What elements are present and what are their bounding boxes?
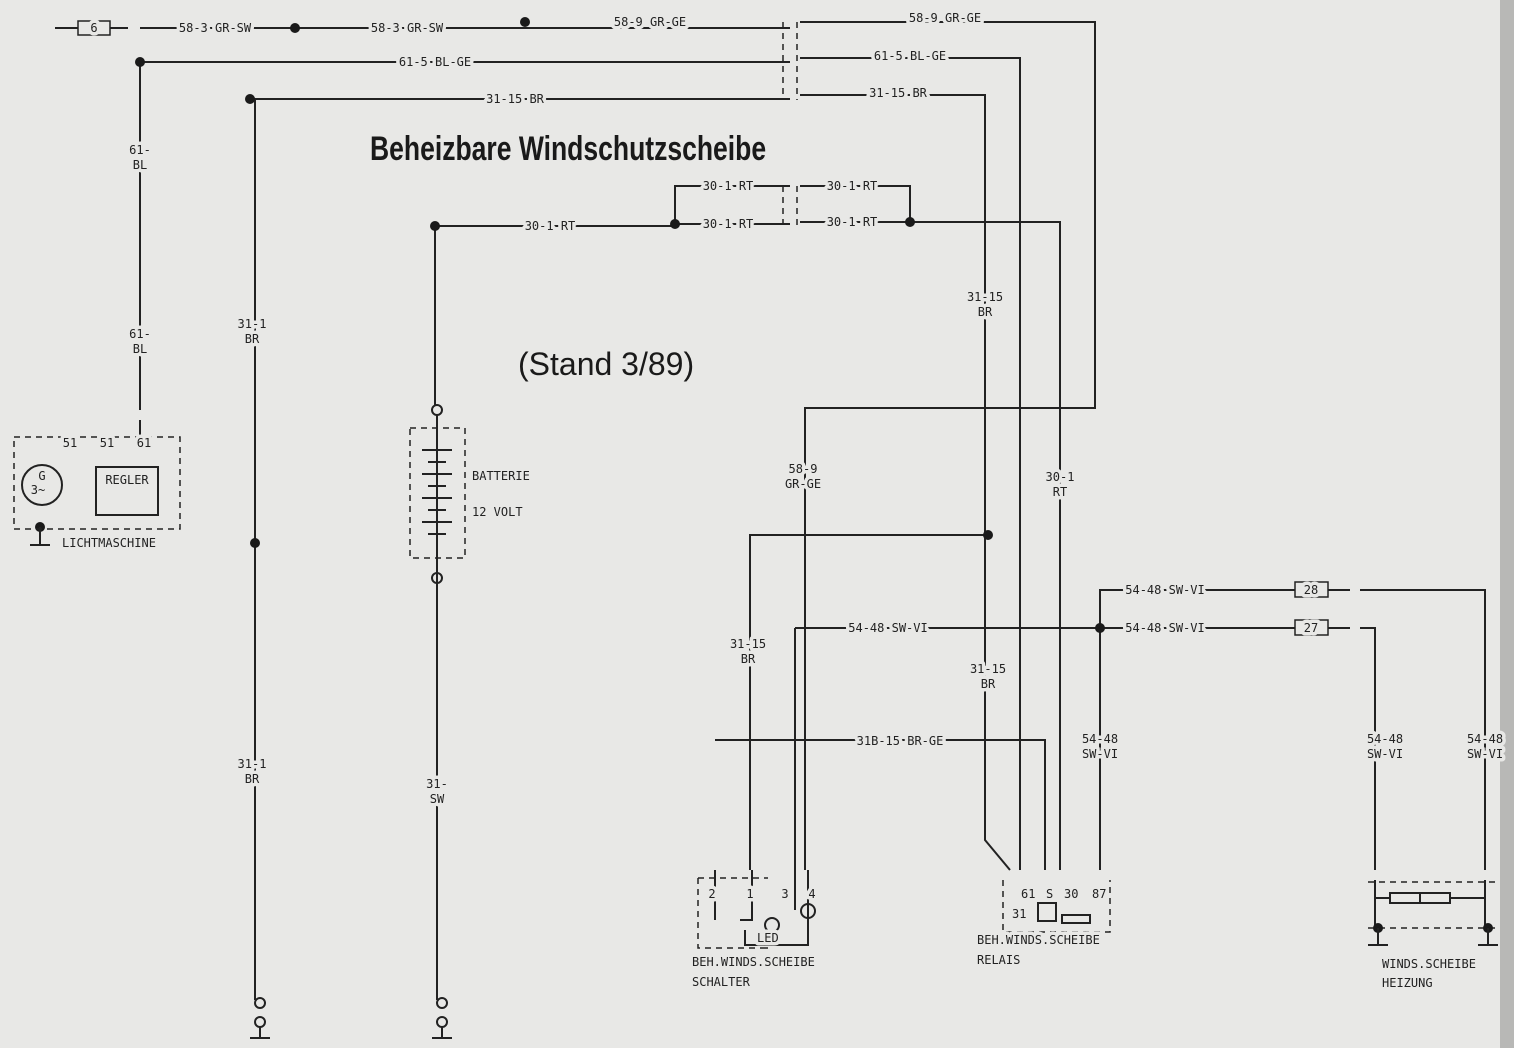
diagram-label: BEH.WINDS.SCHEIBE <box>692 955 815 969</box>
diagram-label: 30-1 <box>1046 470 1075 484</box>
wires <box>55 21 1486 1000</box>
diagram-label: BL <box>133 158 147 172</box>
diagram-label: 87 <box>1092 887 1106 901</box>
diagram-label: SCHALTER <box>692 975 751 989</box>
diagram-label: G <box>38 469 45 483</box>
diagram-label: 28 <box>1304 583 1318 597</box>
diagram-label: 31-15 BR <box>486 92 545 106</box>
diagram-label: 54-48 SW-VI <box>1125 621 1204 635</box>
page-edge <box>1500 0 1514 1048</box>
diagram-label: 61 <box>137 436 151 450</box>
battery: BATTERIE 12 VOLT <box>250 404 533 1039</box>
diagram-label: 58-9 GR-GE <box>909 11 981 25</box>
diagram-label: 30-1 RT <box>525 219 576 233</box>
diagram-label: HEIZUNG <box>1382 976 1433 990</box>
diagram-label: SW-VI <box>1082 747 1118 761</box>
diagram-label: 3 <box>781 887 788 901</box>
diagram-label: BR <box>981 677 996 691</box>
diagram-label: 27 <box>1304 621 1318 635</box>
switch-schalter: 2 1 3 4 LED BEH.WINDS.SCHEIBE SCHALTER <box>689 870 819 993</box>
diagram-label: SW <box>430 792 445 806</box>
diagram-label: 61-5 BL-GE <box>399 55 471 69</box>
diagram-label: 31-15 <box>970 662 1006 676</box>
diagram-label: RELAIS <box>977 953 1020 967</box>
diagram-label: 58-9 <box>789 462 818 476</box>
diagram-label: 31- <box>426 777 448 791</box>
diagram-label: 54-48 <box>1367 732 1403 746</box>
diagram-label: 54-48 <box>1467 732 1503 746</box>
diagram-label: 61 <box>1021 887 1035 901</box>
diagram-label: 61- <box>129 143 151 157</box>
diagram-label: BATTERIE <box>472 469 530 483</box>
diagram-label: 54-48 SW-VI <box>848 621 927 635</box>
diagram-label: REGLER <box>105 473 149 487</box>
fuse-27: 27 <box>1265 618 1350 639</box>
diagram-label: WINDS.SCHEIBE <box>1382 957 1476 971</box>
diagram-label: 58-9 GR-GE <box>614 15 686 29</box>
diagram-label: RT <box>1053 485 1067 499</box>
diagram-label: 31-15 <box>967 290 1003 304</box>
diagram-label: BL <box>133 342 147 356</box>
diagram-label: 31 <box>1012 907 1026 921</box>
diagram-label: 30-1 RT <box>827 215 878 229</box>
diagram-label: 30-1 RT <box>703 179 754 193</box>
diagram-label: 30-1 RT <box>703 217 754 231</box>
junction-dots <box>35 17 1105 633</box>
diagram-label: 3~ <box>31 483 45 497</box>
diagram-label: LED <box>757 931 779 945</box>
wire-labels: 58-3 GR-SW 58-3 GR-SW 58-9 GR-GE 58-9 GR… <box>175 8 1208 752</box>
diagram-label: 54-48 SW-VI <box>1125 583 1204 597</box>
vertical-wire-labels: 61-BL 61-BL 31-1BR 31-1BR 31-SW 31-15BR … <box>126 140 1507 810</box>
diagram-label: 31-15 BR <box>869 86 928 100</box>
diagram-label: S <box>1046 887 1053 901</box>
diagram-label: BR <box>741 652 756 666</box>
diagram-label: 61- <box>129 327 151 341</box>
diagram-label: 2 <box>708 887 715 901</box>
fuse-6: 6 <box>77 18 111 39</box>
diagram-label: 51 <box>100 436 114 450</box>
relay: 61 S 30 87 31 BEH.WINDS.SCHEIBE RELAIS <box>974 880 1111 971</box>
diagram-label: 31B-15 BR-GE <box>857 734 944 748</box>
diagram-label: 30-1 RT <box>827 179 878 193</box>
diagram-label: SW-VI <box>1467 747 1503 761</box>
diagram-label: 61-5 BL-GE <box>874 49 946 63</box>
heater: WINDS.SCHEIBE HEIZUNG <box>1368 880 1500 994</box>
diagram-label: 31-1 <box>238 317 267 331</box>
diagram-revision: (Stand 3/89) <box>518 346 694 382</box>
diagram-label: 12 VOLT <box>472 505 523 519</box>
diagram-label: 54-48 <box>1082 732 1118 746</box>
diagram-label: 31-1 <box>238 757 267 771</box>
diagram-label: 58-3 GR-SW <box>179 21 252 35</box>
diagram-label: 51 <box>63 436 77 450</box>
diagram-label: SW-VI <box>1367 747 1403 761</box>
diagram-label: LICHTMASCHINE <box>62 536 156 550</box>
diagram-label: 30 <box>1064 887 1078 901</box>
fuse-28: 28 <box>1265 580 1350 601</box>
diagram-label: 1 <box>746 887 753 901</box>
generator-lichtmaschine: G 3~ REGLER 51 51 61 LICHTMASCHINE <box>13 433 181 554</box>
diagram-label: BEH.WINDS.SCHEIBE <box>977 933 1100 947</box>
diagram-label: BR <box>978 305 993 319</box>
diagram-label: 58-3 GR-SW <box>371 21 444 35</box>
diagram-label: BR <box>245 332 260 346</box>
diagram-label: 31-15 <box>730 637 766 651</box>
diagram-title: Beheizbare Windschutzscheibe <box>370 130 766 168</box>
diagram-label: 6 <box>90 21 97 35</box>
diagram-label: 4 <box>808 887 815 901</box>
diagram-label: GR-GE <box>785 477 821 491</box>
diagram-label: BR <box>245 772 260 786</box>
